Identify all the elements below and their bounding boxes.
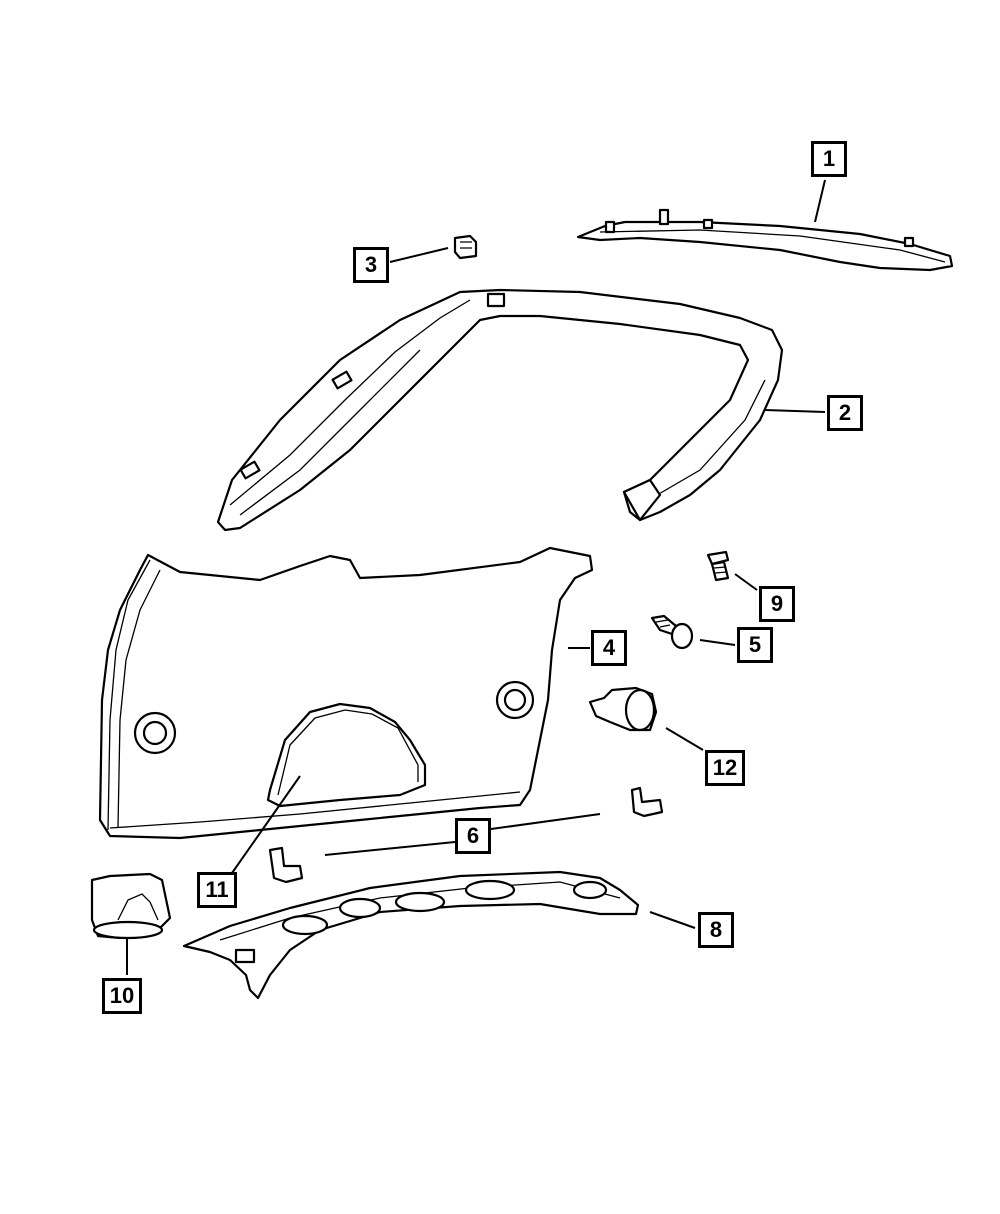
callout-1: 1 <box>811 141 847 177</box>
leader-8 <box>649 911 696 929</box>
part-9-push-pin <box>706 550 730 582</box>
callout-12: 12 <box>705 750 745 786</box>
callout-4: 4 <box>591 630 627 666</box>
leader-12 <box>665 727 704 751</box>
leader-2 <box>764 409 826 413</box>
callout-8: 8 <box>698 912 734 948</box>
part-3-clip <box>453 234 478 260</box>
part-6-bracket-left <box>268 846 304 884</box>
part-1-header-trim <box>576 208 954 272</box>
callout-9: 9 <box>759 586 795 622</box>
part-6-bracket-right <box>630 786 664 818</box>
callout-10: 10 <box>102 978 142 1014</box>
leader-1 <box>814 179 826 223</box>
part-4-liftgate-trim-panel <box>98 546 594 840</box>
part-10-trim-cover <box>90 872 172 940</box>
leader-6b <box>324 841 456 856</box>
callout-2: 2 <box>827 395 863 431</box>
leader-3 <box>389 247 449 263</box>
leader-lines <box>126 179 826 975</box>
part-12-bumper <box>588 686 658 732</box>
leader-11 <box>231 775 301 874</box>
callout-5: 5 <box>737 627 773 663</box>
part-5-fastener <box>650 614 694 650</box>
leader-9 <box>734 573 758 591</box>
part-8-sill-scuff-plate <box>182 870 640 1000</box>
callout-11: 11 <box>197 872 237 908</box>
part-2-window-frame-trim <box>216 288 784 532</box>
leader-5 <box>699 639 736 646</box>
callout-3: 3 <box>353 247 389 283</box>
callout-6: 6 <box>455 818 491 854</box>
